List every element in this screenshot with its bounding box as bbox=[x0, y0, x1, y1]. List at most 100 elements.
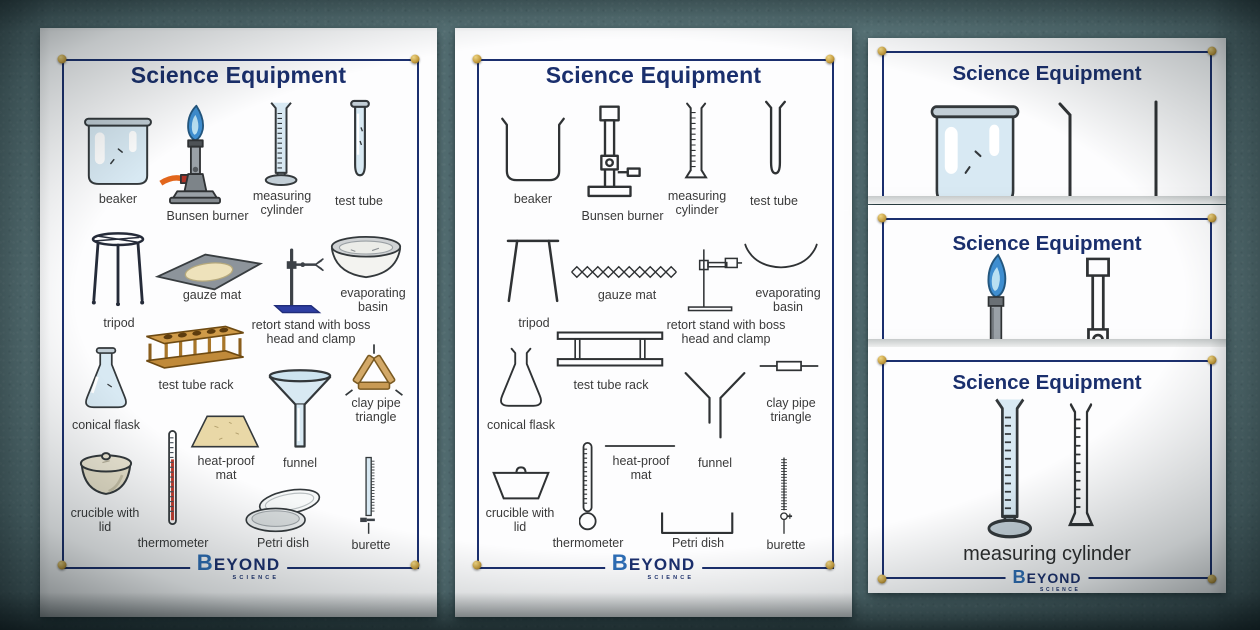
pin-icon bbox=[410, 560, 420, 570]
petri-dish-label: Petri dish bbox=[671, 536, 725, 550]
bunsen-burner-outline-icon bbox=[1080, 255, 1116, 347]
thermometer-label: thermometer bbox=[552, 536, 624, 550]
beyond-brand: BEYOND bbox=[196, 550, 281, 575]
pin-icon bbox=[877, 213, 887, 223]
card-caption: measuring cylinder bbox=[963, 543, 1131, 565]
conical-flask-icon bbox=[495, 331, 547, 413]
preview-card-bunsen-burner: Science Equipment bbox=[868, 205, 1226, 347]
pin-icon bbox=[472, 560, 482, 570]
bunsen-burner-icon bbox=[980, 253, 1012, 347]
beaker-label: beaker bbox=[513, 192, 553, 206]
measuring-cylinder-icon bbox=[677, 100, 717, 190]
petri-dish-label: Petri dish bbox=[256, 536, 310, 550]
test-tube-rack-label: test tube rack bbox=[158, 378, 234, 392]
funnel-label: funnel bbox=[697, 456, 733, 470]
thermometer-icon bbox=[164, 428, 182, 532]
crucible-label: crucible with lid bbox=[70, 506, 140, 535]
heat-proof-mat-label: heat-proof mat bbox=[197, 454, 255, 483]
test-tube-label: test tube bbox=[335, 194, 383, 208]
petri-dish-icon bbox=[243, 483, 323, 537]
measuring-cylinder-label: measuring cylinder bbox=[667, 189, 727, 218]
clay-pipe-triangle-icon bbox=[758, 336, 820, 396]
conical-flask-icon bbox=[80, 331, 132, 413]
crucible-icon bbox=[490, 450, 552, 502]
gauze-mat-label: gauze mat bbox=[597, 288, 657, 302]
pin-icon bbox=[825, 54, 835, 64]
measuring-cylinder-icon bbox=[262, 100, 302, 190]
beaker-label: beaker bbox=[98, 192, 138, 206]
preview-card-measuring-cylinder: Science Equipment measuring cylinder BEY… bbox=[868, 347, 1226, 593]
burette-label: burette bbox=[351, 538, 391, 552]
card-title: Science Equipment bbox=[952, 62, 1142, 85]
test-tube-rack-icon bbox=[140, 322, 250, 376]
bunsen-burner-icon bbox=[570, 103, 650, 205]
pin-icon bbox=[57, 560, 67, 570]
gauze-mat-label: gauze mat bbox=[182, 288, 242, 302]
clay-pipe-triangle-label: clay pipe triangle bbox=[766, 396, 816, 425]
heat-proof-mat-icon bbox=[603, 404, 677, 450]
bunsen-burner-icon bbox=[155, 103, 235, 205]
test-tube-rack-label: test tube rack bbox=[573, 378, 649, 392]
measuring-cylinder-outline-icon bbox=[1060, 399, 1104, 545]
funnel-icon bbox=[682, 368, 748, 452]
pin-icon bbox=[1207, 355, 1217, 365]
card-edge-strip bbox=[868, 196, 1226, 204]
heat-proof-mat-icon bbox=[188, 404, 262, 450]
measuring-cylinder-icon bbox=[984, 395, 1038, 545]
beaker-outline-icon bbox=[1056, 100, 1166, 200]
pin-icon bbox=[877, 355, 887, 365]
pin-icon bbox=[472, 54, 482, 64]
crucible-label: crucible with lid bbox=[485, 506, 555, 535]
preview-card-beaker: Science Equipment bbox=[868, 38, 1226, 204]
beyond-science-sub: SCIENCE bbox=[232, 574, 280, 581]
pin-icon bbox=[825, 560, 835, 570]
card-title: Science Equipment bbox=[952, 232, 1142, 255]
evaporating-basin-icon bbox=[743, 228, 819, 284]
beyond-brand: BEYOND bbox=[611, 550, 696, 575]
conical-flask-label: conical flask bbox=[486, 418, 556, 432]
test-tube-rack-icon bbox=[555, 322, 665, 376]
clay-pipe-triangle-label: clay pipe triangle bbox=[351, 396, 401, 425]
pin-icon bbox=[1207, 46, 1217, 56]
clay-pipe-triangle-icon bbox=[343, 336, 405, 396]
crucible-icon bbox=[75, 450, 137, 502]
card-edge-strip bbox=[868, 339, 1226, 347]
petri-dish-icon bbox=[658, 483, 738, 537]
conical-flask-label: conical flask bbox=[71, 418, 141, 432]
evaporating-basin-icon bbox=[328, 228, 404, 284]
funnel-label: funnel bbox=[282, 456, 318, 470]
pin-icon bbox=[410, 54, 420, 64]
card-title: Science Equipment bbox=[952, 371, 1142, 394]
pin-icon bbox=[57, 54, 67, 64]
evaporating-basin-label: evaporating basin bbox=[340, 286, 406, 315]
heat-proof-mat-label: heat-proof mat bbox=[612, 454, 670, 483]
burette-icon bbox=[358, 432, 380, 536]
burette-label: burette bbox=[766, 538, 806, 552]
thermometer-label: thermometer bbox=[137, 536, 209, 550]
pin-icon bbox=[877, 46, 887, 56]
evaporating-basin-label: evaporating basin bbox=[755, 286, 821, 315]
beyond-brand: BEYOND bbox=[1012, 567, 1082, 587]
test-tube-icon bbox=[347, 98, 373, 186]
pin-icon bbox=[1207, 213, 1217, 223]
test-tube-label: test tube bbox=[750, 194, 798, 208]
burette-icon bbox=[773, 432, 795, 536]
tripod-icon bbox=[503, 222, 563, 310]
beyond-logo: BEYOND SCIENCE bbox=[604, 550, 703, 582]
measuring-cylinder-label: measuring cylinder bbox=[252, 189, 312, 218]
pin-icon bbox=[1207, 574, 1217, 584]
beyond-science-sub: SCIENCE bbox=[1040, 586, 1081, 593]
tripod-icon bbox=[88, 222, 148, 310]
test-tube-icon bbox=[762, 98, 788, 186]
funnel-icon bbox=[267, 368, 333, 452]
beyond-science-sub: SCIENCE bbox=[647, 574, 695, 581]
beaker-icon bbox=[82, 98, 154, 190]
retort-stand-icon bbox=[683, 224, 749, 314]
beaker-icon bbox=[497, 98, 569, 190]
beaker-icon bbox=[928, 100, 1022, 204]
